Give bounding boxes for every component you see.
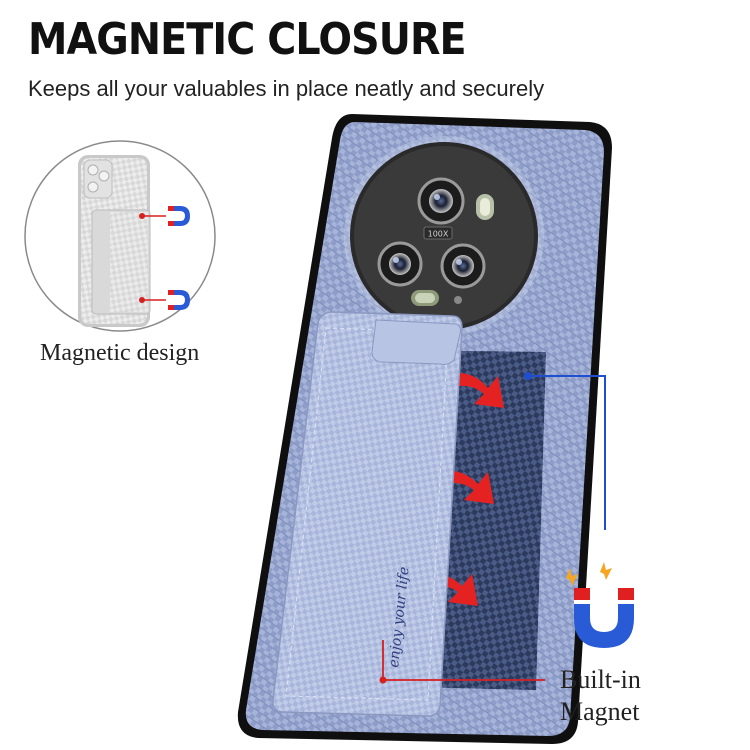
built-in-magnet-label-line2: Magnet [560,697,640,726]
built-in-magnet-label-line1: Built-in [560,665,641,694]
camera-module: 100X [344,136,544,336]
flash-icon [476,194,494,220]
spark-icon-left [566,568,578,586]
magnetic-design-label: Magnetic design [40,340,200,366]
card-wallet-flap [272,311,463,717]
zoom-badge [423,226,453,240]
inset-magnet-top [139,206,190,226]
magnetic-design-inset [24,140,216,332]
inset-magnet-bottom [139,290,190,310]
inset-phone-case [78,155,151,327]
spark-icon-right [600,562,612,580]
built-in-magnet-label: Built-in Magnet [560,664,641,728]
sensor-icon [411,290,462,306]
phone-case: 100X [237,114,613,744]
zoom-label: 100X [428,230,449,239]
lens-top [417,177,465,225]
built-in-magnet-callout [379,372,606,684]
horseshoe-magnet-icon [566,562,634,648]
lens-left [377,241,423,287]
page-subtitle: Keeps all your valuables in place neatly… [28,76,545,101]
lens-right [440,243,486,289]
page-title: MAGNETIC CLOSURE [28,14,467,65]
